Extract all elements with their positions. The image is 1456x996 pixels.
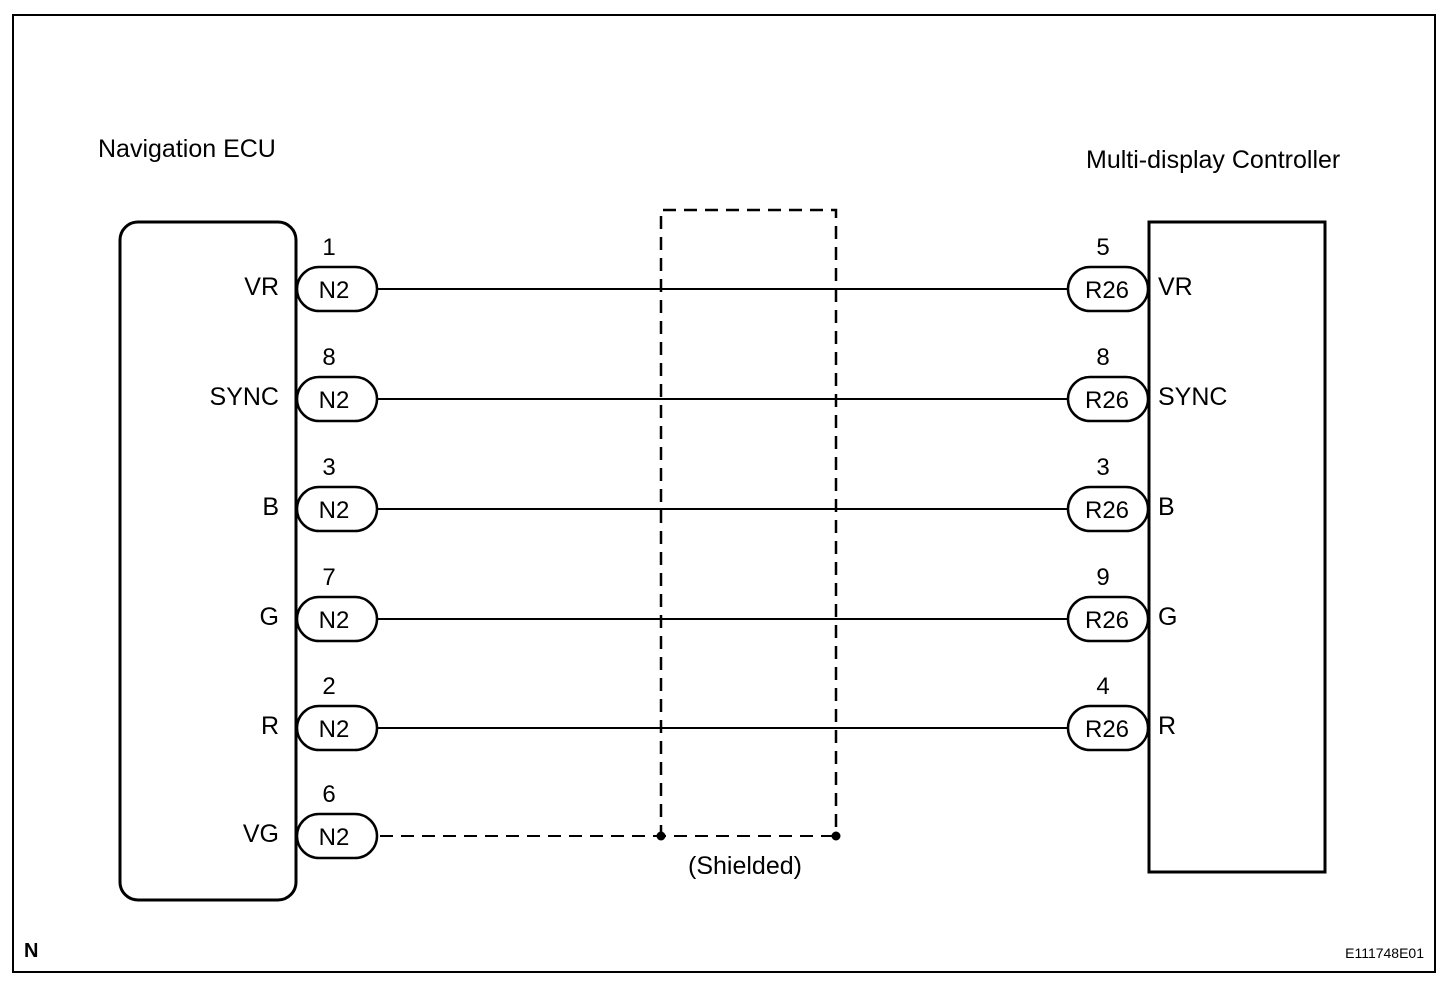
left-connector-r: [295, 704, 379, 752]
right-signal-label-g: G: [1158, 603, 1177, 631]
right-connector-b: [1066, 485, 1150, 533]
right-connector-label-sync: R26: [1085, 387, 1129, 414]
left-pin-number-sync: 8: [322, 344, 335, 371]
left-connector-label-vr: N2: [319, 277, 350, 304]
right-pin-number-vr: 5: [1096, 234, 1109, 261]
right-signal-label-sync: SYNC: [1158, 383, 1227, 411]
right-connector-sync: [1066, 375, 1150, 423]
right-connector-label-vr: R26: [1085, 277, 1129, 304]
shield-outline: [659, 208, 838, 838]
shield-junction-dot: [831, 831, 841, 841]
left-signal-label-g: G: [260, 603, 279, 631]
right-pin-number-b: 3: [1096, 454, 1109, 481]
right-pin-number-r: 4: [1096, 673, 1109, 700]
right-signal-label-r: R: [1158, 712, 1176, 740]
right-pin-number-sync: 8: [1096, 344, 1109, 371]
right-component-title: Multi-display Controller: [1086, 146, 1340, 174]
left-connector-label-g: N2: [319, 607, 350, 634]
left-component-title: Navigation ECU: [98, 135, 276, 163]
left-pin-number-g: 7: [322, 564, 335, 591]
left-connector-sync: [295, 375, 379, 423]
left-signal-label-vr: VR: [244, 273, 279, 301]
right-connector-label-b: R26: [1085, 497, 1129, 524]
left-connector-label-vg: N2: [319, 824, 350, 851]
diagram-frame: [12, 14, 1436, 973]
right-connector-vr: [1066, 265, 1150, 313]
multi-display-controller-body: [1147, 220, 1327, 874]
left-pin-number-vr: 1: [322, 234, 335, 261]
left-signal-label-b: B: [262, 493, 279, 521]
left-connector-vg: [295, 812, 379, 860]
left-connector-b: [295, 485, 379, 533]
left-connector-label-b: N2: [319, 497, 350, 524]
right-connector-label-r: R26: [1085, 716, 1129, 743]
left-signal-label-vg: VG: [243, 820, 279, 848]
right-signal-label-vr: VR: [1158, 273, 1193, 301]
right-connector-label-g: R26: [1085, 607, 1129, 634]
right-pin-number-g: 9: [1096, 564, 1109, 591]
shield-junction-dot: [656, 831, 666, 841]
left-connector-label-r: N2: [319, 716, 350, 743]
figure-code: E111748E01: [1345, 945, 1424, 961]
left-connector-vr: [295, 265, 379, 313]
left-pin-number-vg: 6: [322, 781, 335, 808]
right-signal-label-b: B: [1158, 493, 1175, 521]
left-signal-label-sync: SYNC: [210, 383, 279, 411]
left-pin-number-b: 3: [322, 454, 335, 481]
corner-letter: N: [24, 940, 38, 962]
left-connector-g: [295, 595, 379, 643]
left-signal-label-r: R: [261, 712, 279, 740]
left-connector-label-sync: N2: [319, 387, 350, 414]
shield-label: (Shielded): [688, 852, 802, 880]
right-connector-g: [1066, 595, 1150, 643]
left-pin-number-r: 2: [322, 673, 335, 700]
right-connector-r: [1066, 704, 1150, 752]
navigation-ecu-body: [118, 220, 298, 902]
